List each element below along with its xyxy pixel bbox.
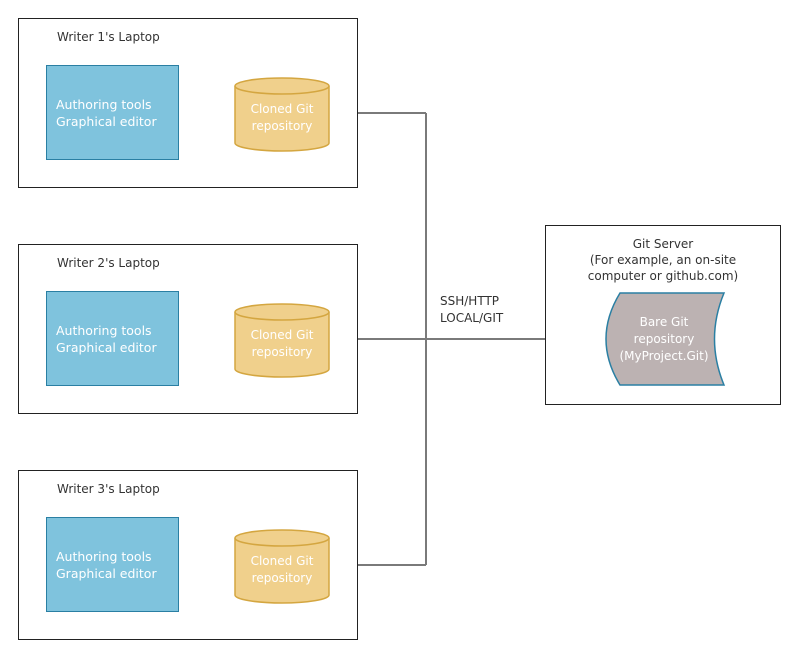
repo-label-line2: repository	[251, 345, 313, 359]
repo-label: Cloned Git repository	[234, 327, 330, 361]
repo-label: Cloned Git repository	[234, 553, 330, 587]
bare-repo-label: Bare Git repository (MyProject.Git)	[606, 314, 722, 365]
tools-label-line2: Graphical editor	[56, 565, 157, 581]
repo-label-line1: Cloned Git	[250, 102, 314, 116]
server-title-line2: (For example, an on-site	[589, 253, 737, 267]
tools-label-line2: Graphical editor	[56, 113, 157, 129]
bare-repo-label-line3: (MyProject.Git)	[619, 349, 709, 363]
server-title-line3: computer or github.com)	[587, 269, 739, 283]
repo-label-line1: Cloned Git	[250, 554, 314, 568]
authoring-tools-box: Authoring tools Graphical editor	[46, 65, 179, 160]
authoring-tools-box: Authoring tools Graphical editor	[46, 517, 179, 612]
protocol-label-line1: SSH/HTTP	[440, 294, 500, 308]
protocol-label: SSH/HTTP LOCAL/GIT	[440, 293, 503, 327]
bare-repo-label-line2: repository	[633, 332, 695, 346]
protocol-label-line2: LOCAL/GIT	[440, 311, 504, 325]
bare-repo-label-line1: Bare Git	[639, 315, 689, 329]
repo-label-line1: Cloned Git	[250, 328, 314, 342]
authoring-tools-box: Authoring tools Graphical editor	[46, 291, 179, 386]
tools-label-line1: Authoring tools	[56, 548, 152, 564]
tools-label-line2: Graphical editor	[56, 339, 157, 355]
server-title-line1: Git Server	[632, 237, 694, 251]
laptop-title: Writer 1's Laptop	[57, 30, 160, 44]
laptop-title: Writer 3's Laptop	[57, 482, 160, 496]
repo-label-line2: repository	[251, 119, 313, 133]
laptop-title: Writer 2's Laptop	[57, 256, 160, 270]
tools-label-line1: Authoring tools	[56, 322, 152, 338]
tools-label-line1: Authoring tools	[56, 96, 152, 112]
repo-label-line2: repository	[251, 571, 313, 585]
repo-label: Cloned Git repository	[234, 101, 330, 135]
